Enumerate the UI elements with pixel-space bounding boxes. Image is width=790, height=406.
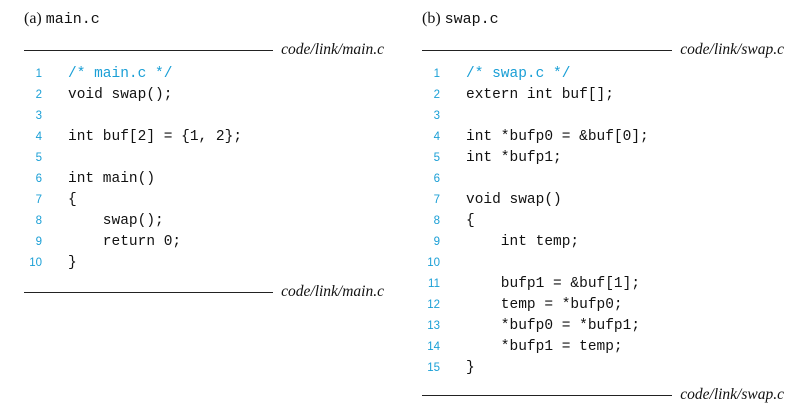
line-number: 2 — [433, 89, 440, 101]
rule-line — [422, 49, 673, 51]
line-number: 6 — [35, 173, 42, 185]
caption-filename: main.c — [45, 11, 100, 28]
line-number: 1 — [433, 68, 440, 80]
line-number: 4 — [433, 131, 440, 143]
code-text: int temp; — [466, 234, 580, 250]
code-line: 10 — [422, 253, 790, 274]
bottom-rule: code/link/swap.c — [422, 385, 784, 405]
code-text: *bufp0 = *bufp1; — [466, 318, 641, 334]
line-number: 5 — [433, 152, 440, 164]
code-text: void swap() — [466, 192, 562, 208]
code-text: int *bufp1; — [466, 150, 562, 166]
code-line: 1 /* swap.c */ — [422, 64, 790, 85]
line-number: 11 — [428, 278, 440, 290]
line-number: 9 — [433, 236, 440, 248]
code-text: { — [68, 192, 77, 208]
code-text: { — [466, 213, 475, 229]
code-listing: 1 /* swap.c */ 2 extern int buf[]; 3 4 int *bu… — [422, 64, 790, 379]
code-comment: /* swap.c */ — [466, 66, 571, 82]
code-line: 12 temp = *bufp0; — [422, 295, 790, 316]
line-number: 13 — [427, 320, 440, 332]
line-number: 14 — [427, 341, 440, 353]
line-number: 2 — [35, 89, 42, 101]
line-number: 10 — [427, 257, 440, 269]
line-number: 6 — [433, 173, 440, 185]
top-rule: code/link/main.c — [24, 40, 384, 60]
code-line: 6 int main() — [24, 169, 390, 190]
code-text: extern int buf[]; — [466, 87, 614, 103]
line-number: 7 — [35, 194, 42, 206]
line-number: 3 — [433, 110, 440, 122]
code-line: 6 — [422, 169, 790, 190]
rule-line — [24, 49, 274, 51]
line-number: 12 — [427, 299, 440, 311]
code-line: 4 int *bufp0 = &buf[0]; — [422, 127, 790, 148]
line-number: 7 — [433, 194, 440, 206]
line-number: 4 — [35, 131, 42, 143]
code-text: int main() — [68, 171, 156, 187]
code-text: *bufp1 = temp; — [466, 339, 623, 355]
code-line: 5 int *bufp1; — [422, 148, 790, 169]
code-line: 8{ — [422, 211, 790, 232]
caption-label: (a) — [24, 10, 42, 27]
source-path: code/link/main.c — [281, 41, 384, 58]
line-number: 9 — [35, 236, 42, 248]
listing-caption: (b) swap.c — [422, 10, 499, 28]
line-number: 10 — [29, 257, 42, 269]
code-text: temp = *bufp0; — [466, 297, 623, 313]
code-line: 3 — [422, 106, 790, 127]
rule-line — [422, 394, 673, 396]
top-rule: code/link/swap.c — [422, 40, 784, 60]
code-text: return 0; — [68, 234, 182, 250]
code-line: 4 int buf[2] = {1, 2}; — [24, 127, 390, 148]
code-line: 2 void swap(); — [24, 85, 390, 106]
code-line: 2 extern int buf[]; — [422, 85, 790, 106]
line-number: 15 — [427, 362, 440, 374]
code-comment: /* main.c */ — [68, 66, 173, 82]
code-line: 8 swap(); — [24, 211, 390, 232]
bottom-rule: code/link/main.c — [24, 282, 384, 302]
code-line: 3 — [24, 106, 390, 127]
line-number: 1 — [35, 68, 42, 80]
code-text: int *bufp0 = &buf[0]; — [466, 129, 649, 145]
code-line: 15} — [422, 358, 790, 379]
code-listing: 1 /* main.c */ 2 void swap(); 3 4 int buf[2] =… — [24, 64, 390, 274]
code-line: 10} — [24, 253, 390, 274]
code-line: 9 return 0; — [24, 232, 390, 253]
code-line: 5 — [24, 148, 390, 169]
listing-caption: (a) main.c — [24, 10, 100, 28]
caption-filename: swap.c — [444, 11, 499, 28]
code-line: 14 *bufp1 = temp; — [422, 337, 790, 358]
source-path: code/link/swap.c — [680, 386, 784, 403]
line-number: 5 — [35, 152, 42, 164]
code-line: 11 bufp1 = &buf[1]; — [422, 274, 790, 295]
rule-line — [24, 291, 274, 293]
code-line: 13 *bufp0 = *bufp1; — [422, 316, 790, 337]
code-line: 9 int temp; — [422, 232, 790, 253]
source-path: code/link/swap.c — [680, 41, 784, 58]
code-line: 7{ — [24, 190, 390, 211]
code-line: 1 /* main.c */ — [24, 64, 390, 85]
caption-label: (b) — [422, 10, 441, 27]
code-text: swap(); — [68, 213, 164, 229]
code-text: void swap(); — [68, 87, 173, 103]
line-number: 8 — [35, 215, 42, 227]
code-text: } — [68, 255, 77, 271]
code-text: int buf[2] = {1, 2}; — [68, 129, 243, 145]
code-line: 7 void swap() — [422, 190, 790, 211]
code-text: } — [466, 360, 475, 376]
line-number: 8 — [433, 215, 440, 227]
source-path: code/link/main.c — [281, 283, 384, 300]
line-number: 3 — [35, 110, 42, 122]
code-text: bufp1 = &buf[1]; — [466, 276, 641, 292]
